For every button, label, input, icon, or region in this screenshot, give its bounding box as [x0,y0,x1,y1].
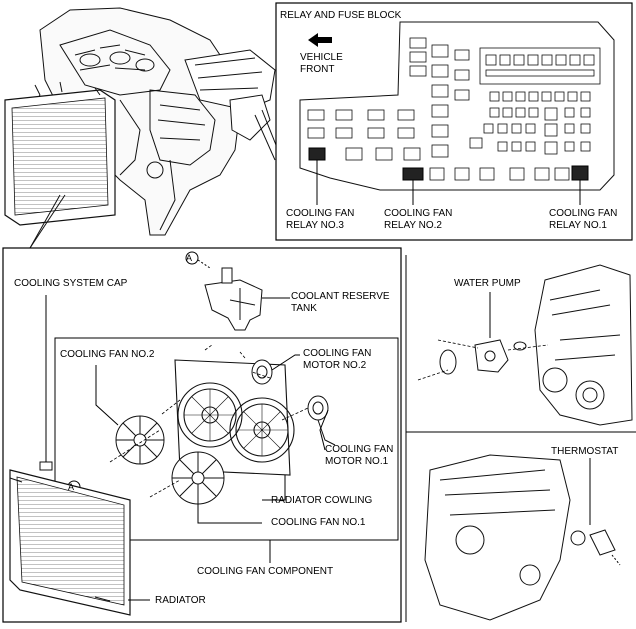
thermostat-engine-illustration [424,454,571,621]
water-pump-dashed-lines [417,339,549,381]
relay-no2-highlight [402,167,424,181]
fan-motor-no1-illustration [307,395,336,446]
cooling-fan-no1-illustration [171,451,225,505]
callout-a-top-label: A [186,253,193,263]
fan-motor-no2-illustration [251,359,273,385]
cooling-fan-no2-label: COOLING FAN NO.2 [60,349,155,360]
radiator-lower-illustration [9,469,131,616]
relay-fuse-block-title: RELAY AND FUSE BLOCK [280,10,402,21]
relay-no3-highlight [308,147,326,161]
cooling-fan-relay-no1-label: COOLING FAN RELAY NO.1 [549,208,618,231]
relay-no1-highlight [571,165,589,181]
cooling-fan-motor-no2-label: COOLING FAN MOTOR NO.2 [303,348,372,371]
assembly-dashed-lines [109,344,309,498]
cooling-system-cap-label: COOLING SYSTEM CAP [14,278,128,289]
relay-fuse-block-panel [275,2,633,241]
engine-top-view-illustration [29,7,276,236]
cooling-system-cap-illustration [39,461,53,471]
leader-lines-top [29,109,281,249]
cooling-fan-relay-no2-label: COOLING FAN RELAY NO.2 [384,208,453,231]
coolant-reserve-tank-label: COOLANT RESERVE TANK [291,291,390,314]
fuse-block-components [307,37,601,181]
callout-a-top [185,251,199,265]
vehicle-front-label: VEHICLE FRONT [300,52,343,75]
cooling-fan-no2-illustration [115,415,165,465]
cooling-fan-component-box [54,337,399,541]
water-pump-illustration [439,339,527,375]
thermostat-illustration [570,529,616,556]
thermostat-label: THERMOSTAT [551,446,619,457]
cooling-fan-assembly-panel [2,247,402,623]
water-pump-engine-illustration [534,264,633,426]
cooling-fan-no1-label: COOLING FAN NO.1 [271,517,366,528]
relay-leader-lines [316,160,581,205]
water-pump-label: WATER PUMP [454,278,521,289]
arrow-left-icon [308,33,332,47]
callout-a-bottom-label: A [68,482,75,492]
radiator-label: RADIATOR [155,595,206,606]
fuse-block-outline [299,21,615,191]
coolant-reserve-tank-illustration [204,267,263,331]
cooling-fan-component-label: COOLING FAN COMPONENT [197,566,334,577]
cooling-fan-relay-no3-label: COOLING FAN RELAY NO.3 [286,208,355,231]
radiator-cowling-illustration [174,359,295,476]
radiator-cowling-label: RADIATOR COWLING [271,495,373,506]
cooling-fan-motor-no1-label: COOLING FAN MOTOR NO.1 [325,444,394,467]
radiator-top-illustration [4,81,116,226]
